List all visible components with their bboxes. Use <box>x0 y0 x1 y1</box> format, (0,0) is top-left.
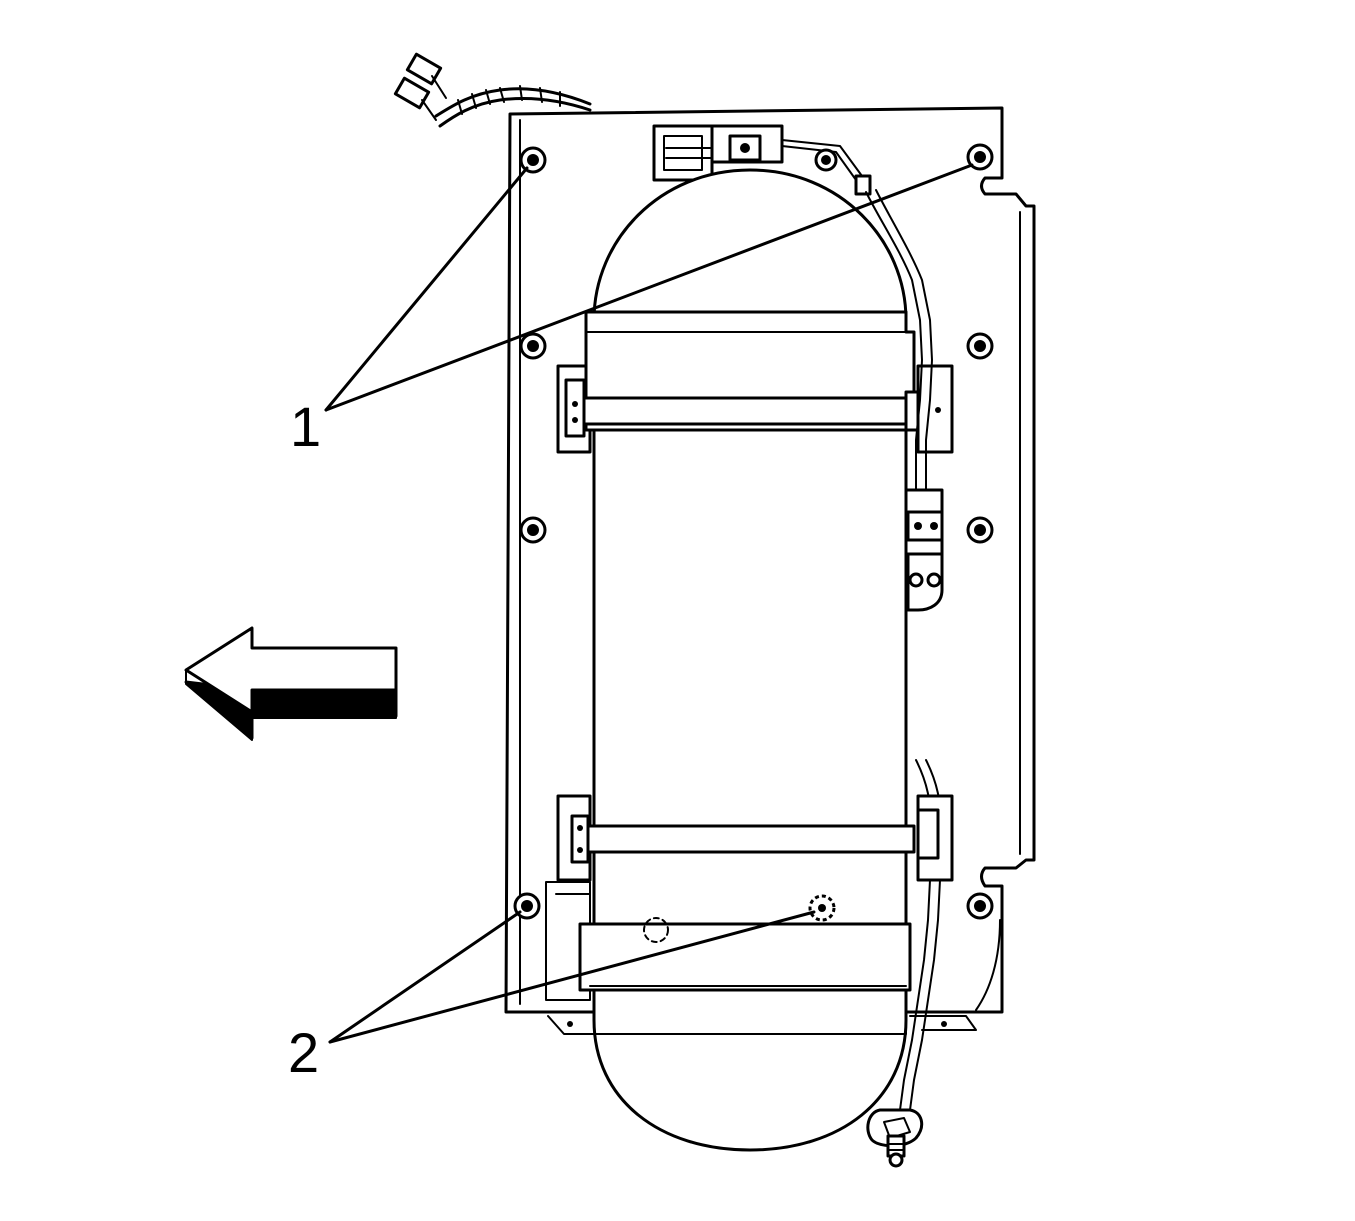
mounting-bolts <box>513 143 994 920</box>
bolt-top-right <box>966 143 994 171</box>
bolt-mid-right <box>966 516 994 544</box>
bolt-top-left <box>519 146 547 174</box>
wiring-harness <box>393 52 592 128</box>
bolt-upper-right <box>966 332 994 360</box>
lower-strap <box>556 794 954 882</box>
callout-2-label: 2 <box>288 1021 319 1084</box>
drain-fitting <box>808 894 836 922</box>
bolt-mid-left <box>519 516 547 544</box>
mounting-plate <box>504 106 1036 1014</box>
mid-bracket <box>904 488 944 612</box>
callout-1-label: 1 <box>290 395 321 458</box>
left-arrow-icon <box>184 626 398 741</box>
bolt-bottom-right <box>966 892 994 920</box>
callout-2-leaders <box>328 910 816 1044</box>
valve-assembly <box>652 124 872 196</box>
callout-1-leaders <box>324 163 974 412</box>
bolt-upper-left <box>519 332 547 360</box>
lower-frame <box>545 881 1001 1035</box>
ground-connector <box>866 1108 924 1168</box>
upper-strap <box>556 310 954 454</box>
